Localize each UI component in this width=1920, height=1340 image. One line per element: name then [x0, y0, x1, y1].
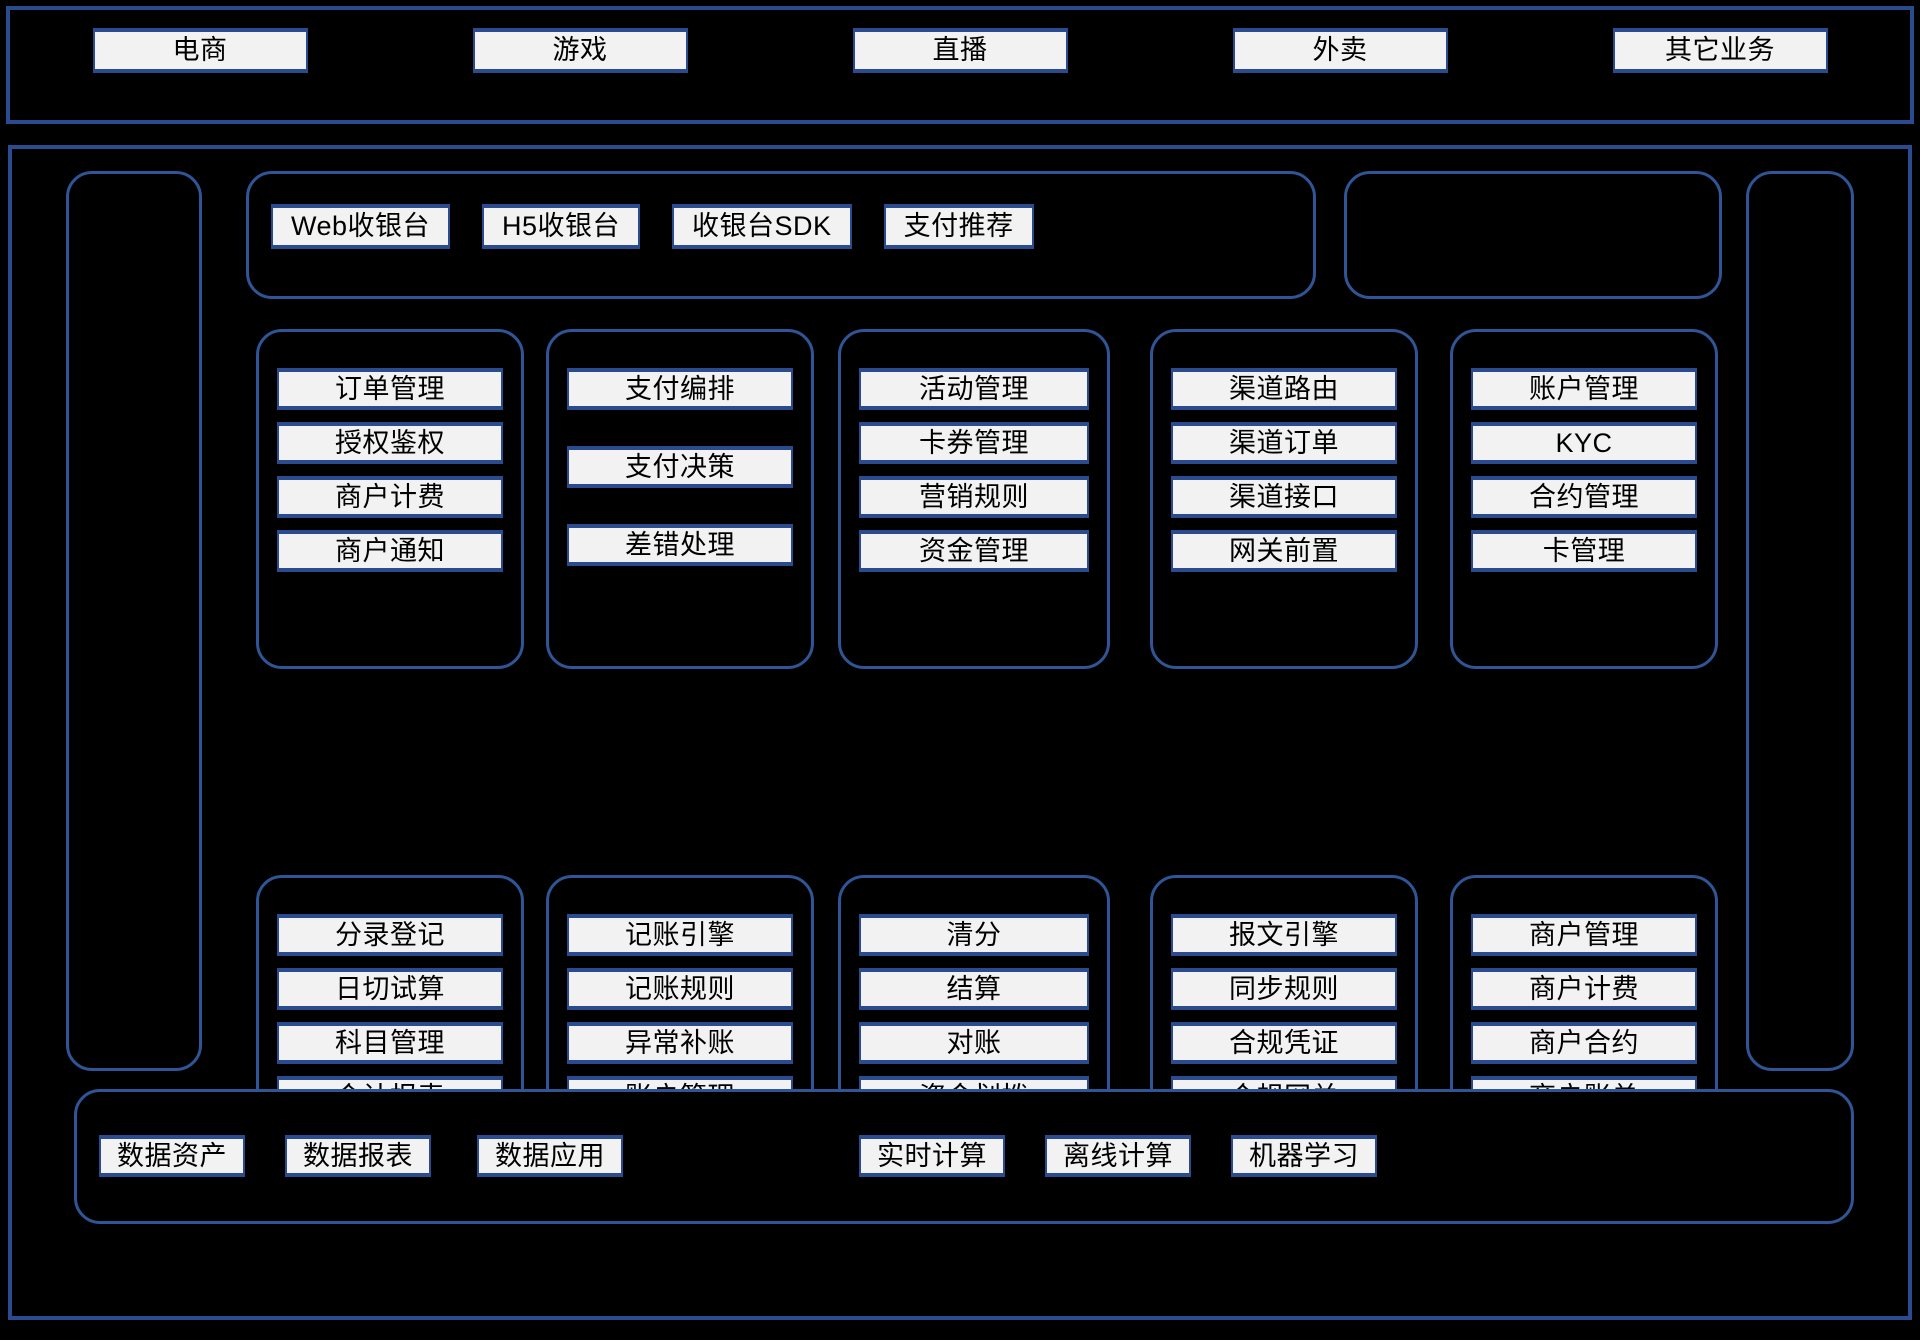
- data-asset[interactable]: 数据资产: [99, 1135, 245, 1177]
- module-gateway-frontend[interactable]: 网关前置: [1171, 530, 1397, 572]
- module-stack: 清分 结算 对账 资金划拨: [859, 914, 1089, 1118]
- module-column-payment: 支付编排 支付决策 差错处理: [546, 329, 814, 669]
- offline-compute[interactable]: 离线计算: [1045, 1135, 1191, 1177]
- module-split[interactable]: 清分: [859, 914, 1089, 956]
- business-line-slot: 直播: [770, 28, 1150, 73]
- module-exception-adjustment[interactable]: 异常补账: [567, 1022, 793, 1064]
- module-settlement[interactable]: 结算: [859, 968, 1089, 1010]
- module-stack: 渠道路由 渠道订单 渠道接口 网关前置: [1171, 368, 1397, 572]
- empty-panel: [1344, 171, 1722, 299]
- module-column-channel: 渠道路由 渠道订单 渠道接口 网关前置: [1150, 329, 1418, 669]
- module-contract-management[interactable]: 合约管理: [1471, 476, 1697, 518]
- module-subject-management[interactable]: 科目管理: [277, 1022, 503, 1064]
- right-rail-panel: [1746, 171, 1854, 1071]
- cashier-panel: Web收银台 H5收银台 收银台SDK 支付推荐: [246, 171, 1316, 299]
- module-stack: 订单管理 授权鉴权 商户计费 商户通知: [277, 368, 503, 572]
- cashier-payment-recommendation[interactable]: 支付推荐: [883, 204, 1034, 249]
- module-stack: 报文引擎 同步规则 合规凭证 合规网关: [1171, 914, 1397, 1118]
- module-merchant-contract[interactable]: 商户合约: [1471, 1022, 1697, 1064]
- machine-learning[interactable]: 机器学习: [1231, 1135, 1377, 1177]
- business-line-slot: 游戏: [390, 28, 770, 73]
- module-kyc[interactable]: KYC: [1471, 422, 1697, 464]
- module-coupon-management[interactable]: 卡券管理: [859, 422, 1089, 464]
- module-message-engine[interactable]: 报文引擎: [1171, 914, 1397, 956]
- cashier-sdk[interactable]: 收银台SDK: [672, 204, 852, 249]
- module-channel-interface[interactable]: 渠道接口: [1171, 476, 1397, 518]
- module-column-marketing: 活动管理 卡券管理 营销规则 资金管理: [838, 329, 1110, 669]
- module-merchant-billing[interactable]: 商户计费: [277, 476, 503, 518]
- module-payment-decision[interactable]: 支付决策: [567, 446, 793, 488]
- business-line-livestream[interactable]: 直播: [852, 28, 1068, 73]
- module-merchant-management[interactable]: 商户管理: [1471, 914, 1697, 956]
- cashier-h5[interactable]: H5收银台: [482, 204, 641, 249]
- module-bookkeeping-rules[interactable]: 记账规则: [567, 968, 793, 1010]
- module-stack: 活动管理 卡券管理 营销规则 资金管理: [859, 368, 1089, 572]
- module-compliance-voucher[interactable]: 合规凭证: [1171, 1022, 1397, 1064]
- module-order-management[interactable]: 订单管理: [277, 368, 503, 410]
- business-line-slot: 外卖: [1150, 28, 1530, 73]
- business-line-game[interactable]: 游戏: [472, 28, 688, 73]
- module-stack: 记账引擎 记账规则 异常补账 账户管理: [567, 914, 793, 1118]
- module-column-account: 账户管理 KYC 合约管理 卡管理: [1450, 329, 1718, 669]
- business-line-band: 电商 游戏 直播 外卖 其它业务: [6, 6, 1914, 124]
- left-rail-panel: [66, 171, 202, 1071]
- module-stack: 账户管理 KYC 合约管理 卡管理: [1471, 368, 1697, 572]
- data-platform-panel: 数据资产 数据报表 数据应用 实时计算 离线计算 机器学习: [74, 1089, 1854, 1224]
- module-stack: 商户管理 商户计费 商户合约 商户账单: [1471, 914, 1697, 1118]
- module-entry-registration[interactable]: 分录登记: [277, 914, 503, 956]
- module-channel-routing[interactable]: 渠道路由: [1171, 368, 1397, 410]
- data-platform-row: 数据资产 数据报表 数据应用 实时计算 离线计算 机器学习: [99, 1135, 1829, 1177]
- module-fund-management[interactable]: 资金管理: [859, 530, 1089, 572]
- business-line-ecommerce[interactable]: 电商: [92, 28, 308, 73]
- module-merchant-notification[interactable]: 商户通知: [277, 530, 503, 572]
- business-line-row: 电商 游戏 直播 外卖 其它业务: [10, 28, 1910, 73]
- module-payment-orchestration[interactable]: 支付编排: [567, 368, 793, 410]
- module-merchant-fee[interactable]: 商户计费: [1471, 968, 1697, 1010]
- module-column-trade: 订单管理 授权鉴权 商户计费 商户通知: [256, 329, 524, 669]
- module-stack: 支付编排 支付决策 差错处理: [567, 368, 793, 566]
- module-card-management[interactable]: 卡管理: [1471, 530, 1697, 572]
- module-authorization[interactable]: 授权鉴权: [277, 422, 503, 464]
- module-account-management[interactable]: 账户管理: [1471, 368, 1697, 410]
- business-line-other[interactable]: 其它业务: [1612, 28, 1828, 73]
- cashier-web[interactable]: Web收银台: [271, 204, 451, 249]
- module-channel-order[interactable]: 渠道订单: [1171, 422, 1397, 464]
- module-sync-rules[interactable]: 同步规则: [1171, 968, 1397, 1010]
- module-daily-cutoff-trial[interactable]: 日切试算: [277, 968, 503, 1010]
- module-stack: 分录登记 日切试算 科目管理 会计报表: [277, 914, 503, 1118]
- data-report[interactable]: 数据报表: [285, 1135, 431, 1177]
- module-campaign-management[interactable]: 活动管理: [859, 368, 1089, 410]
- module-marketing-rules[interactable]: 营销规则: [859, 476, 1089, 518]
- business-line-takeout[interactable]: 外卖: [1232, 28, 1448, 73]
- realtime-compute[interactable]: 实时计算: [859, 1135, 1005, 1177]
- module-error-handling[interactable]: 差错处理: [567, 524, 793, 566]
- cashier-item-row: Web收银台 H5收银台 收银台SDK 支付推荐: [271, 204, 1034, 249]
- business-line-slot: 其它业务: [1530, 28, 1910, 73]
- platform-frame: Web收银台 H5收银台 收银台SDK 支付推荐 订单管理 授权鉴权 商户计费 …: [8, 145, 1912, 1320]
- module-reconciliation[interactable]: 对账: [859, 1022, 1089, 1064]
- business-line-slot: 电商: [10, 28, 390, 73]
- data-application[interactable]: 数据应用: [477, 1135, 623, 1177]
- module-bookkeeping-engine[interactable]: 记账引擎: [567, 914, 793, 956]
